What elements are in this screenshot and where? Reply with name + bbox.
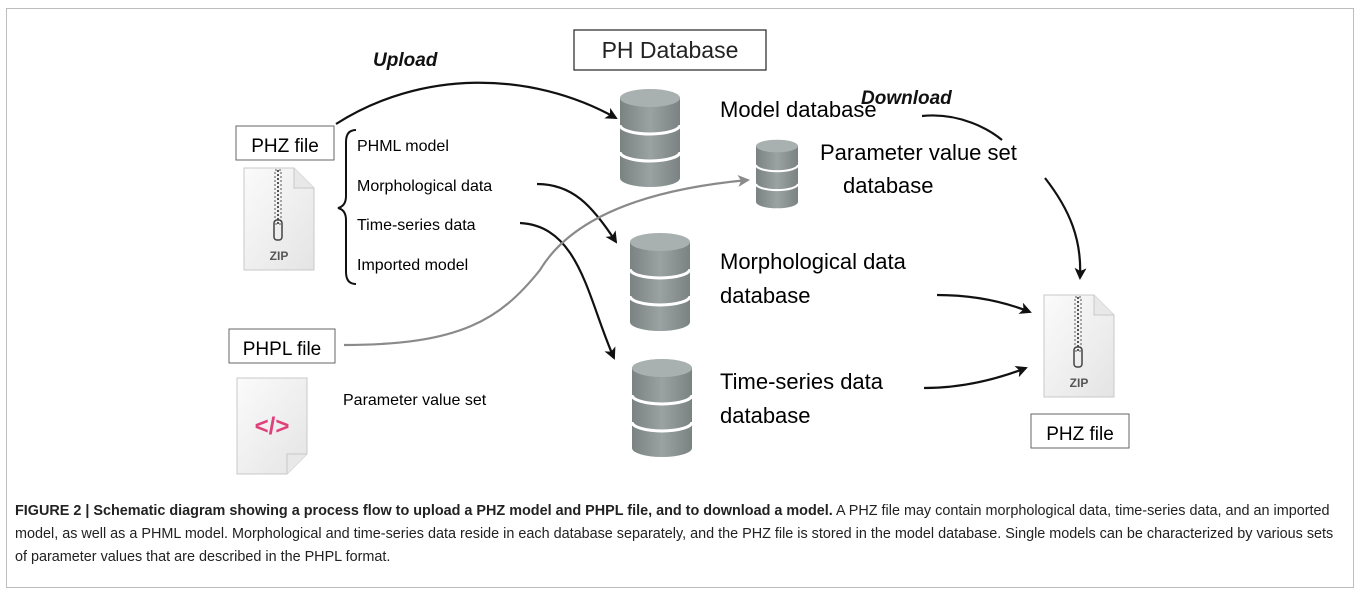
svg-text:ZIP: ZIP	[270, 249, 289, 263]
morphological-download-arrow	[936, 293, 1032, 314]
schematic-diagram: PH Database Upload Download PHZ file ZIP…	[228, 29, 1130, 475]
timeseries-database-label: database	[720, 403, 811, 428]
phz-content-item: Imported model	[357, 257, 468, 274]
timeseries-database-icon	[630, 357, 694, 459]
zip-file-output-icon: ZIP	[1043, 294, 1115, 398]
parameter-value-set-label: Parameter value set	[343, 392, 487, 409]
caption-body: A PHZ file may contain morphological dat…	[15, 503, 1334, 565]
figure-caption: FIGURE 2 | Schematic diagram showing a p…	[15, 500, 1345, 569]
upload-arrow	[335, 81, 618, 125]
morphological-arrow	[536, 182, 618, 244]
upload-label: Upload	[373, 50, 438, 71]
svg-text:ZIP: ZIP	[1070, 376, 1089, 390]
model-database-label: Model database	[720, 97, 877, 122]
morphological-database-icon	[628, 231, 692, 333]
title-box	[573, 29, 767, 71]
phpl-file-input-label: PHPL file	[243, 339, 322, 360]
parameter-database-icon	[754, 138, 800, 210]
phz-file-input-box	[235, 125, 335, 161]
figure-frame	[6, 8, 1354, 588]
download-arrow	[1044, 177, 1087, 280]
phpl-arrow	[343, 174, 750, 347]
timeseries-arrow	[519, 221, 616, 360]
diagram-title: PH Database	[602, 37, 739, 63]
morphological-database-label: Morphological data	[720, 249, 907, 274]
parameter-database-label: Parameter value set	[820, 140, 1017, 165]
svg-text:</>: </>	[255, 413, 290, 440]
phz-content-item: Morphological data	[357, 178, 492, 195]
model-database-icon	[618, 87, 682, 189]
parameter-database-label: database	[843, 173, 934, 198]
timeseries-download-arrow	[923, 366, 1028, 390]
phz-contents-brace	[337, 129, 357, 285]
timeseries-database-label: Time-series data	[720, 369, 884, 394]
download-label: Download	[861, 88, 952, 109]
code-file-icon: </>	[236, 377, 308, 475]
phz-content-item: PHML model	[357, 138, 449, 155]
phz-file-input-label: PHZ file	[251, 136, 319, 157]
phz-content-item: Time-series data	[357, 217, 476, 234]
zip-file-icon: ZIP	[243, 167, 315, 271]
phpl-file-input-box	[228, 328, 336, 364]
phz-file-output-label: PHZ file	[1046, 424, 1114, 445]
caption-title: FIGURE 2 | Schematic diagram showing a p…	[15, 503, 833, 519]
morphological-database-label: database	[720, 283, 811, 308]
phz-file-output-box	[1030, 413, 1130, 449]
download-line	[921, 114, 1003, 141]
